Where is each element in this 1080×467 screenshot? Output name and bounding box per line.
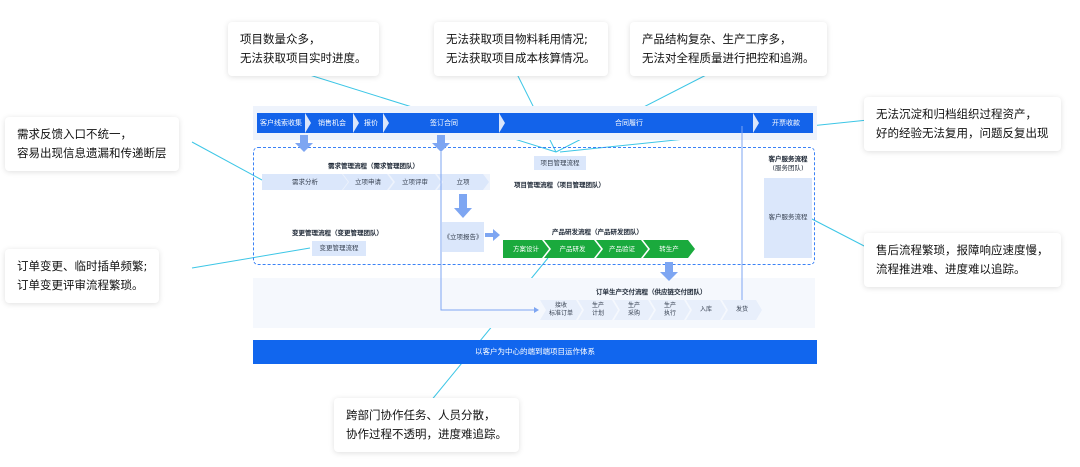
callout-demand-entry: 需求反馈入口不统一， 容易出现信息遗漏和传递断层	[5, 117, 179, 171]
callout-material-cost: 无法获取项目物料耗用情况; 无法获取项目成本核算情况。	[434, 22, 608, 76]
step-project-review: 立项评审	[389, 174, 441, 190]
step-demand-analysis: 需求分析	[262, 174, 348, 190]
arrowhead-to-order	[534, 307, 539, 313]
project-management-box: 项目管理流程	[534, 156, 586, 170]
stage-separator	[353, 113, 359, 133]
stage-separator	[305, 113, 311, 133]
stage-separator	[753, 113, 759, 133]
callout-order-change: 订单变更、临时插单频繁; 订单变更评审流程繁琐。	[5, 249, 160, 303]
callout-line: 需求反馈入口不统一，	[17, 127, 132, 141]
step-project-approval: 立项	[437, 174, 489, 190]
arrow-down-report	[454, 194, 472, 218]
step-production-purchase: 生产采购	[614, 300, 654, 320]
stage-contract-signing: 签订合同	[430, 119, 458, 127]
callout-line: 跨部门协作任务、人员分散，	[346, 408, 496, 422]
callout-after-sales: 售后流程繁琐，报障响应速度慢， 流程推进难、进度难以追踪。	[864, 233, 1061, 287]
callout-line: 无法对全程质量进行把控和追溯。	[642, 51, 815, 65]
callout-line: 产品结构复杂、生产工序多，	[642, 32, 792, 46]
callout-line: 容易出现信息遗漏和传递断层	[17, 146, 167, 160]
project-management-title: 项目管理流程（项目管理团队）	[514, 181, 605, 189]
stage-separator	[383, 113, 389, 133]
step-text: 标准订单	[548, 310, 573, 317]
process-container	[253, 147, 815, 265]
step-text: 发货	[735, 306, 748, 313]
arrow-down-order	[660, 262, 678, 281]
rd-process-title: 产品研发流程（产品研发团队）	[552, 228, 643, 236]
project-report-box: 《立项报告》	[442, 222, 484, 252]
step-text: 执行	[663, 310, 676, 317]
service-title-line: (服务团队)	[772, 164, 804, 172]
step-receive-order: 接收标准订单	[540, 300, 582, 320]
step-warehousing: 入库	[686, 300, 726, 320]
order-process-title: 订单生产交付流程（供应链交付团队）	[596, 288, 707, 296]
step-text: 生产	[627, 302, 640, 309]
step-product-development: 产品研发	[544, 240, 601, 258]
callout-line: 好的经验无法复用，问题反复出现	[876, 126, 1049, 140]
customer-service-box: 客户服务流程	[764, 178, 812, 258]
callout-cross-department: 跨部门协作任务、人员分散， 协作过程不透明，进度难追踪。	[334, 398, 519, 452]
callout-line: 无法获取项目物料耗用情况;	[446, 32, 588, 46]
step-solution-design: 方案设计	[503, 240, 549, 258]
service-title-line: 客户服务流程	[768, 155, 808, 163]
stage-contract-fulfillment: 合同履行	[615, 119, 643, 127]
connector-left2	[191, 247, 311, 269]
step-production-execution: 生产执行	[650, 300, 690, 320]
service-process-title: 客户服务流程 (服务团队)	[766, 155, 810, 173]
step-text: 生产	[663, 302, 676, 309]
callout-line: 项目数量众多，	[240, 32, 321, 46]
callout-line: 售后流程繁琐，报障响应速度慢，	[876, 243, 1049, 257]
callout-project-count: 项目数量众多， 无法获取项目实时进度。	[228, 22, 379, 76]
stage-separator	[499, 113, 505, 133]
arrow-right-report	[485, 229, 500, 241]
arrow-down-demand	[295, 135, 313, 152]
stage-invoicing: 开票收款	[772, 119, 800, 127]
callout-product-structure: 产品结构复杂、生产工序多， 无法对全程质量进行把控和追溯。	[630, 22, 827, 76]
stage-lead-collection: 客户线索收集	[260, 119, 302, 127]
stage-sales-opportunity: 销售机会	[318, 119, 346, 127]
system-banner: 以客户为中心的端到端项目运作体系	[253, 340, 817, 364]
step-text: 生产	[591, 302, 604, 309]
customer-stage-bar	[257, 113, 813, 133]
change-management-box: 变更管理流程	[312, 241, 366, 256]
connector-right2	[809, 217, 869, 249]
callout-line: 无法获取项目实时进度。	[240, 51, 367, 65]
step-text: 计划	[591, 310, 604, 317]
connector-contract-to-order	[440, 152, 536, 311]
step-transfer-production: 转生产	[643, 240, 695, 258]
step-text: 入库	[699, 306, 712, 313]
demand-process-title: 需求管理流程（需求管理团队）	[328, 162, 419, 170]
callout-line: 协作过程不透明，进度难追踪。	[346, 427, 507, 441]
callout-line: 无法获取项目成本核算情况。	[446, 51, 596, 65]
step-text: 接收	[554, 302, 567, 309]
callout-line: 订单变更、临时插单频繁;	[17, 259, 148, 273]
step-product-validation: 产品验证	[596, 240, 648, 258]
callout-line: 订单变更评审流程繁琐。	[17, 278, 144, 292]
callout-line: 流程推进难、进度难以追踪。	[876, 262, 1026, 276]
step-text: 采购	[627, 310, 640, 317]
step-project-application: 立项申请	[343, 174, 393, 190]
connector-left1	[191, 141, 263, 181]
step-shipping: 发货	[722, 300, 762, 320]
stage-quote: 报价	[364, 119, 378, 127]
change-process-title: 变更管理流程（变更管理团队）	[292, 229, 383, 237]
arrow-down-contract	[432, 135, 450, 152]
callout-line: 无法沉淀和归档组织过程资产，	[876, 107, 1037, 121]
callout-process-assets: 无法沉淀和归档组织过程资产， 好的经验无法复用，问题反复出现	[864, 97, 1061, 151]
step-production-plan: 生产计划	[578, 300, 618, 320]
